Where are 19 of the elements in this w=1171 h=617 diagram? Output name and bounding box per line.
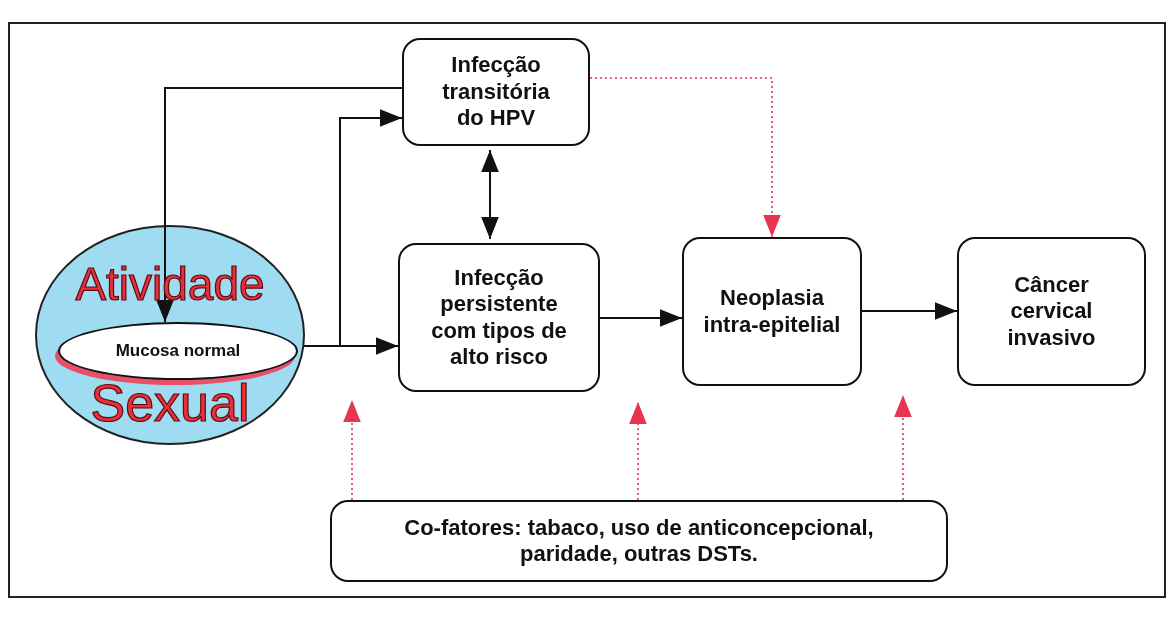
dotted-arrow [343,399,361,501]
process-box [682,237,862,386]
circle-title: Sexual [90,377,250,429]
node-label: Infecção transitória do HPV [441,52,551,132]
process-box [402,38,590,146]
process-box [398,243,600,392]
dotted-arrow [894,394,912,501]
dotted-arrow [629,401,647,501]
process-box [957,237,1146,386]
node-label: Co-fatores: tabaco, uso de anticoncepcional, paridade, outras DSTs. [403,514,875,568]
arrow [481,149,499,240]
dotted-arrow [589,77,781,238]
process-box [330,500,948,582]
node-label: Câncer cervical invasivo [1006,271,1097,352]
arrow [861,302,958,320]
node-label: Infecção persistente com tipos de alto risco [430,264,568,371]
node-label: Mucosa normal [115,340,241,362]
arrow [599,309,683,327]
node-label: Neoplasia intra-epitelial [702,285,842,338]
